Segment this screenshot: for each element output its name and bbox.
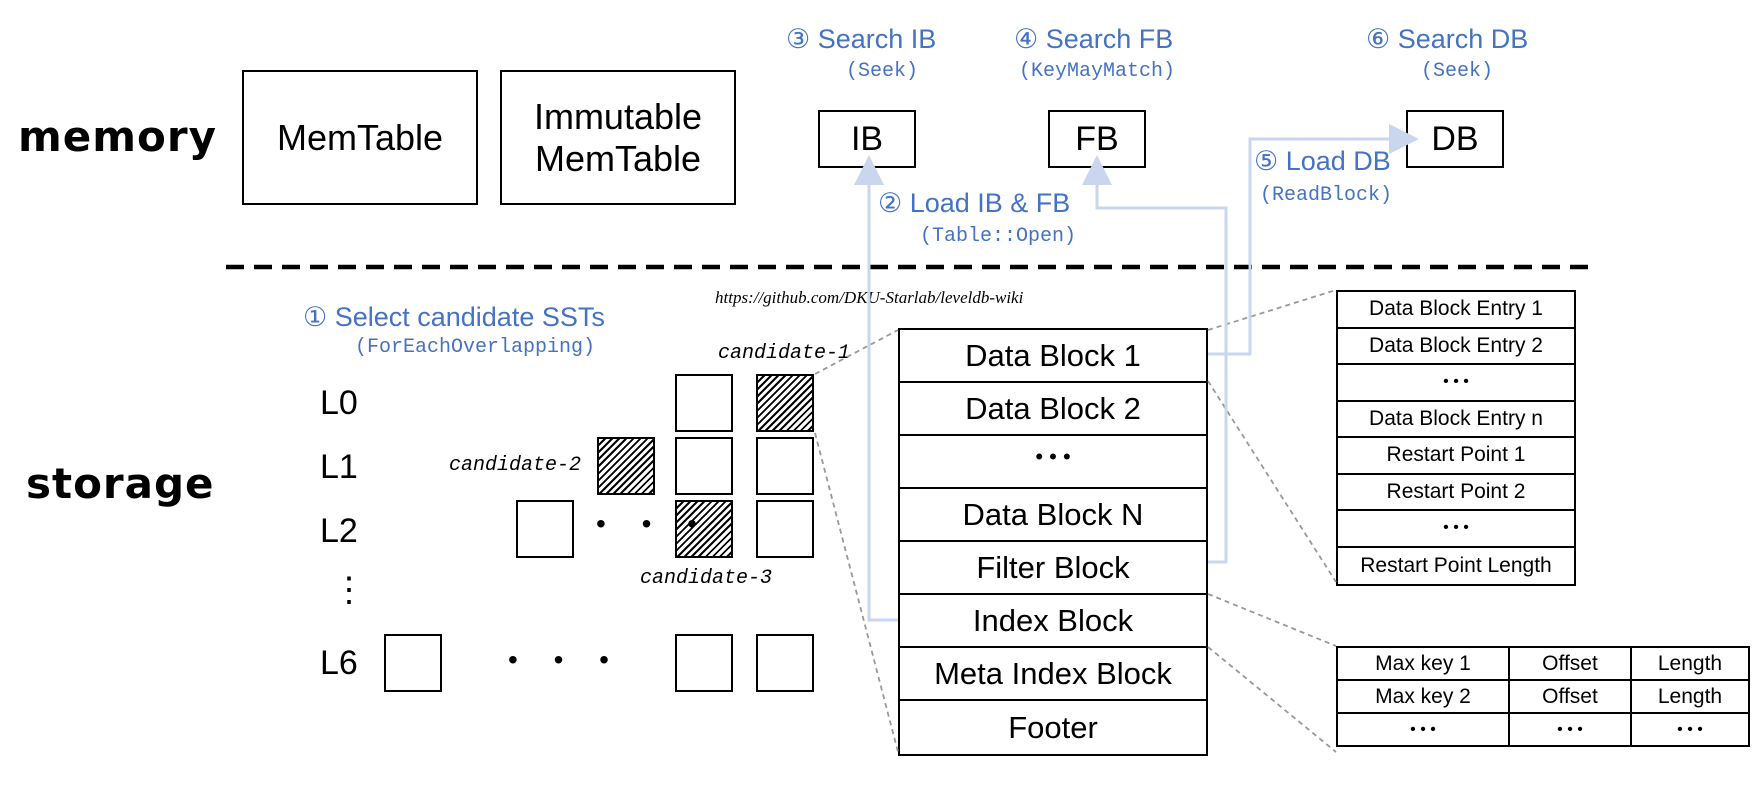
memtable-box: MemTable: [242, 70, 478, 205]
sst-file: [675, 374, 733, 432]
data-block-entry: • • •: [1338, 365, 1574, 402]
sst-file: [516, 500, 574, 558]
data-block-entry: Restart Point 1: [1338, 438, 1574, 475]
fb-label: FB: [1075, 119, 1119, 158]
sst-file: [756, 634, 814, 692]
storage-label: storage: [26, 459, 215, 508]
level-l6: L6: [320, 644, 358, 682]
db-memory-block: DB: [1406, 110, 1504, 168]
index-block-row: • • • • • • • • •: [1336, 712, 1750, 747]
sst-block-row: Footer: [1008, 709, 1098, 745]
step5-label: ⑤ Load DB: [1254, 146, 1391, 176]
ib-label: IB: [850, 119, 884, 158]
index-block-row: Max key 2 Offset Length: [1336, 679, 1750, 714]
sstable-layout: Data Block 1 Data Block 2 • • • Data Blo…: [898, 328, 1208, 756]
sst-block-row: Data Block 1: [900, 330, 1206, 383]
step6-api: (Seek): [1421, 60, 1494, 83]
index-cell: Offset: [1508, 679, 1632, 714]
db-label: DB: [1431, 119, 1479, 158]
sst-block-row: Filter Block: [900, 542, 1206, 595]
candidate-sst-file: [675, 500, 733, 558]
index-block-row: Max key 1 Offset Length: [1336, 646, 1750, 681]
step3-label: ③ Search IB: [786, 24, 937, 54]
data-block-entry: • • •: [1338, 511, 1574, 548]
sst-block-row: Meta Index Block: [900, 648, 1206, 701]
expand-line: [1207, 380, 1337, 583]
sst-file: [756, 437, 814, 495]
index-cell: Length: [1630, 646, 1750, 681]
load-ib-arrow: [854, 155, 898, 622]
immutable-memtable-box: Immutable MemTable: [500, 70, 736, 205]
expand-line: [814, 329, 899, 375]
step4-label: ④ Search FB: [1014, 24, 1174, 54]
sst-file: [675, 437, 733, 495]
level-l2: L2: [320, 512, 358, 550]
step2-label: ② Load IB & FB: [878, 188, 1071, 218]
step1-api: (ForEachOverlapping): [355, 336, 596, 359]
index-cell: • • •: [1336, 712, 1510, 747]
expand-line: [1207, 289, 1337, 331]
level2-ellipsis: • • •: [596, 508, 711, 539]
index-cell: • • •: [1508, 712, 1632, 747]
index-cell: Max key 2: [1336, 679, 1510, 714]
index-cell: Max key 1: [1336, 646, 1510, 681]
index-cell: Offset: [1508, 646, 1632, 681]
data-block-entry: Data Block Entry 2: [1338, 329, 1574, 365]
sst-block-row: • • •: [900, 436, 1206, 489]
data-block-entry: Data Block Entry n: [1338, 402, 1574, 438]
ib-memory-block: IB: [818, 110, 916, 168]
step2-api: (Table::Open): [920, 225, 1077, 248]
sst-file: [675, 634, 733, 692]
index-cell: Length: [1630, 679, 1750, 714]
immutable-label-line1: Immutable: [533, 96, 703, 138]
candidate-sst-file: [597, 437, 655, 495]
level6-ellipsis: • • •: [508, 644, 623, 675]
sst-block-row: Index Block: [900, 595, 1206, 648]
expand-line: [1207, 646, 1337, 753]
expand-line: [814, 432, 899, 753]
step1-label: ① Select candidate SSTs: [303, 302, 605, 332]
level-ellipsis: ⋮: [332, 571, 366, 609]
data-block-entry: Restart Point 2: [1338, 475, 1574, 511]
step5-api: (ReadBlock): [1260, 184, 1393, 207]
memory-label: memory: [18, 112, 217, 161]
sst-block-row: Data Block 2: [900, 383, 1206, 436]
step4-api: (KeyMayMatch): [1019, 60, 1176, 83]
load-fb-arrow: [1082, 155, 1228, 564]
sst-block-row: Data Block N: [900, 489, 1206, 542]
candidate-2-label: candidate-2: [449, 454, 582, 477]
sst-file: [756, 500, 814, 558]
data-block-entry: Restart Point Length: [1360, 553, 1552, 577]
immutable-label-line2: MemTable: [534, 137, 702, 179]
candidate-3-label: candidate-3: [640, 567, 773, 590]
candidate-1-label: candidate-1: [718, 342, 851, 365]
memtable-label: MemTable: [276, 116, 444, 158]
load-db-arrow: [1208, 124, 1419, 356]
candidate-sst-file: [756, 374, 814, 432]
step6-label: ⑥ Search DB: [1366, 24, 1529, 54]
sst-file: [384, 634, 442, 692]
index-cell: • • •: [1630, 712, 1750, 747]
level-l0: L0: [320, 384, 358, 422]
data-block-entry: Data Block Entry 1: [1338, 292, 1574, 329]
level-l1: L1: [320, 448, 358, 486]
expand-line: [1207, 593, 1337, 647]
data-block-detail: Data Block Entry 1 Data Block Entry 2 • …: [1336, 290, 1576, 586]
step3-api: (Seek): [846, 60, 919, 83]
index-block-detail: Max key 1 Offset Length Max key 2 Offset…: [1336, 646, 1750, 747]
